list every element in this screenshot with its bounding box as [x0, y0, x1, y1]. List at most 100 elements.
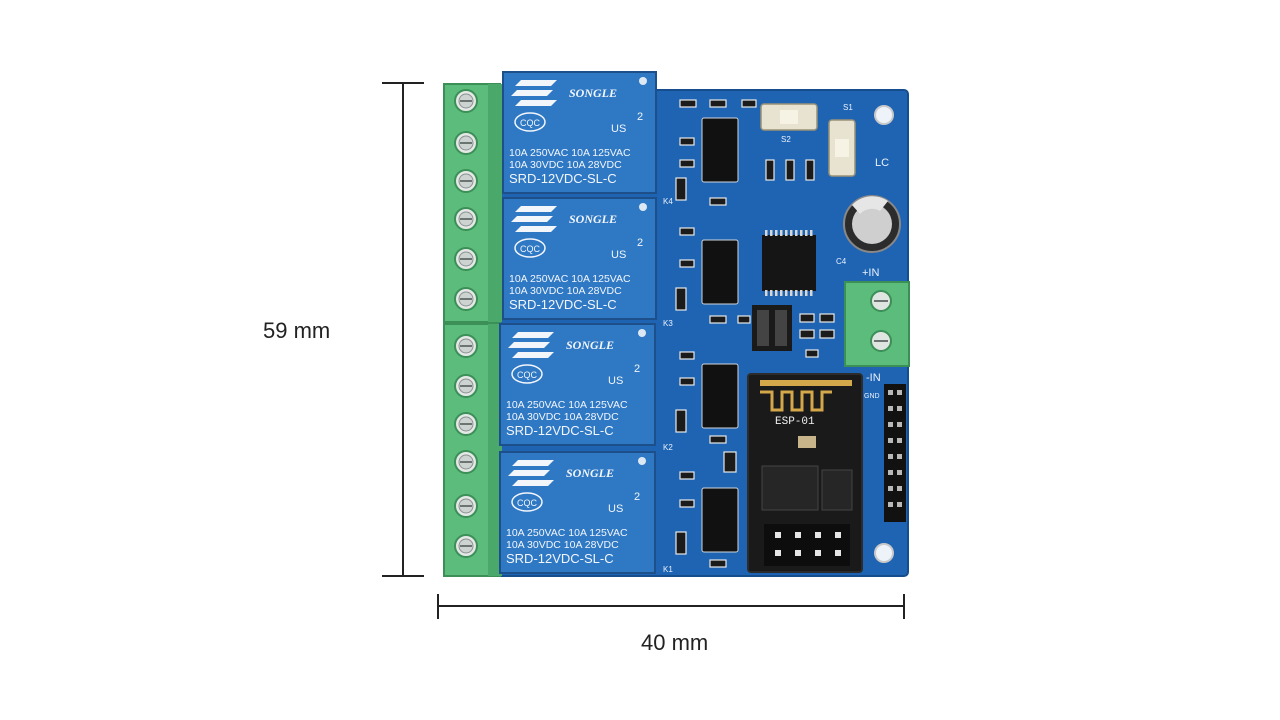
- smd-part: [765, 159, 775, 181]
- width-dimension-label: 40 mm: [641, 630, 709, 655]
- terminal-screw: [454, 450, 478, 474]
- smd-part: [799, 329, 815, 339]
- smd-part: [679, 471, 695, 480]
- smd-part: [819, 313, 835, 323]
- relay-rating-dc: 10A 30VDC 10A 28VDC: [509, 285, 622, 297]
- header-pin: [888, 470, 902, 475]
- relay-cert: CQC: [520, 118, 541, 128]
- relay-2: SONGLE CQC US 2 10A 250VAC 10A 125VAC 10…: [502, 197, 657, 320]
- smd-part: [709, 99, 727, 108]
- smd-part: [723, 451, 737, 473]
- ic-pin: [780, 230, 783, 296]
- relay-model: SRD-12VDC-SL-C: [506, 551, 614, 566]
- terminal-screw: [454, 494, 478, 518]
- smd-part: [799, 313, 815, 323]
- relay-ul-mark: US: [608, 503, 623, 515]
- relay-ul-count: 2: [634, 363, 640, 375]
- relay-brand: SONGLE: [569, 212, 617, 226]
- silk-k3: K3: [663, 319, 673, 328]
- smd-components: [675, 99, 835, 568]
- ic-pin: [770, 230, 773, 296]
- relay-brand: SONGLE: [566, 466, 614, 480]
- ic-pin: [775, 230, 778, 296]
- ic-pin: [810, 230, 813, 296]
- terminal-screw: [454, 207, 478, 231]
- ic-pin: [790, 230, 793, 296]
- header-pin: [888, 454, 902, 459]
- silk-k4: K4: [663, 197, 673, 206]
- push-button-s1: [828, 119, 856, 177]
- relay-rating-dc: 10A 30VDC 10A 28VDC: [509, 159, 622, 171]
- relay-ul-mark: US: [611, 249, 626, 261]
- relay-model: SRD-12VDC-SL-C: [509, 297, 617, 312]
- terminal-screw: [454, 534, 478, 558]
- relay-brand: SONGLE: [569, 86, 617, 100]
- smd-part: [741, 99, 757, 108]
- ic-pin: [795, 230, 798, 296]
- header-pin: [888, 438, 902, 443]
- smd-part: [679, 227, 695, 236]
- pin-header: [884, 384, 906, 522]
- terminal-block-lower: [443, 323, 502, 577]
- relay-model: SRD-12VDC-SL-C: [506, 423, 614, 438]
- silk-k1: K1: [663, 565, 673, 574]
- power-terminal: [844, 281, 910, 367]
- smd-part: [709, 315, 727, 324]
- smd-part: [785, 159, 795, 181]
- smd-part: [675, 177, 687, 201]
- relay-rating-dc: 10A 30VDC 10A 28VDC: [506, 411, 619, 423]
- silk-s1: S1: [843, 103, 853, 112]
- terminal-screw: [454, 89, 478, 113]
- relay-ul-count: 2: [637, 111, 643, 123]
- height-dimension-line: [382, 82, 424, 577]
- relay-rating-ac: 10A 250VAC 10A 125VAC: [506, 399, 628, 411]
- mounting-holes: [874, 105, 894, 563]
- width-dimension-line: [437, 594, 905, 619]
- silk-power-plus: +IN: [862, 267, 879, 279]
- relay-rating-ac: 10A 250VAC 10A 125VAC: [506, 527, 628, 539]
- smd-part: [679, 137, 695, 146]
- terminal-screw: [454, 247, 478, 271]
- smd-part: [679, 377, 695, 386]
- smd-part: [709, 435, 727, 444]
- smd-part: [675, 287, 687, 311]
- relay-cert: CQC: [517, 370, 538, 380]
- silk-s2: S2: [781, 135, 791, 144]
- header-pin: [888, 406, 902, 411]
- ic-pin: [800, 230, 803, 296]
- ic-pin: [765, 230, 768, 296]
- smd-part: [679, 351, 695, 360]
- terminal-screw: [454, 334, 478, 358]
- smd-part: [805, 349, 819, 358]
- silk-gnd: GND: [864, 393, 880, 400]
- terminal-screws: [454, 89, 478, 558]
- header-pin: [888, 486, 902, 491]
- push-button-s2: [760, 103, 818, 131]
- relay-group: SONGLE CQC US 2 10A 250VAC 10A 125VAC 10…: [499, 71, 657, 574]
- ic-pin: [785, 230, 788, 296]
- header-pin: [888, 390, 902, 395]
- terminal-screw: [454, 412, 478, 436]
- relay-rating-ac: 10A 250VAC 10A 125VAC: [509, 273, 631, 285]
- smd-part: [679, 99, 697, 108]
- relay-1: SONGLE CQC US 2 10A 250VAC 10A 125VAC 10…: [502, 71, 657, 194]
- smd-part: [709, 559, 727, 568]
- jumper-block: [752, 305, 792, 351]
- terminal-screw: [454, 287, 478, 311]
- terminal-screw: [454, 169, 478, 193]
- silk-c4: C4: [836, 257, 847, 266]
- smd-part: [675, 531, 687, 555]
- relay-model: SRD-12VDC-SL-C: [509, 171, 617, 186]
- terminal-block-upper: [443, 83, 502, 323]
- smd-part: [679, 159, 695, 168]
- relay-cert: CQC: [520, 244, 541, 254]
- terminal-screw: [454, 374, 478, 398]
- height-dimension-label: 59 mm: [263, 318, 331, 343]
- smd-part: [819, 329, 835, 339]
- smd-part: [737, 315, 751, 324]
- header-pin: [888, 422, 902, 427]
- relay-brand: SONGLE: [566, 338, 614, 352]
- esp-label: ESP-01: [775, 416, 815, 428]
- silk-lc: LC: [875, 157, 889, 169]
